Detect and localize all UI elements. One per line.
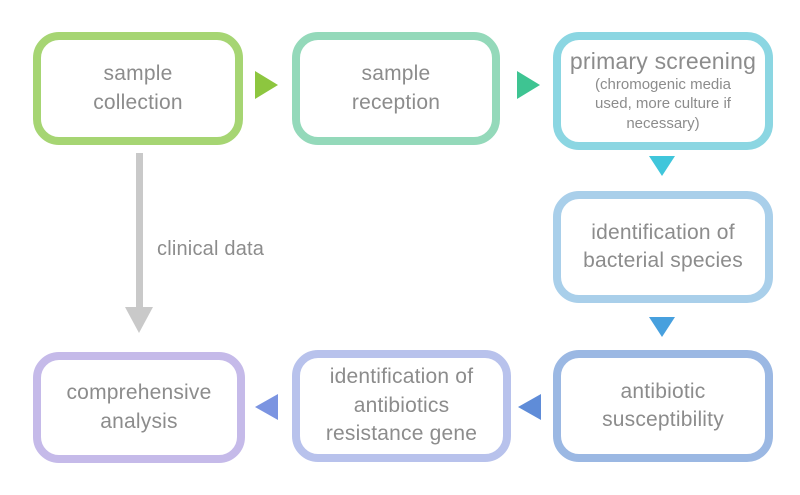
- box-antibiotic-susceptibility-label: antibiotic susceptibility: [602, 379, 724, 431]
- box-antibiotic-susceptibility: antibiotic susceptibility: [553, 350, 773, 462]
- arrow-left-resistance-to-analysis-icon: [255, 394, 278, 420]
- box-comprehensive-analysis: comprehensive analysis: [33, 352, 245, 463]
- box-sample-collection-label: sample collection: [93, 62, 183, 114]
- arrow-right-collection-to-reception-icon: [255, 71, 278, 99]
- clinical-data-label: clinical data: [157, 238, 265, 260]
- box-identification-bacterial-species: identification of bacterial species: [553, 191, 773, 303]
- box-sample-reception: sample reception: [292, 32, 500, 145]
- box-comprehensive-analysis-label: comprehensive analysis: [66, 381, 212, 433]
- box-sample-reception-label: sample reception: [351, 62, 441, 114]
- box-identification-bacterial-species-label: identification of bacterial species: [583, 220, 743, 272]
- arrow-down-screening-to-identification-icon: [649, 156, 675, 176]
- box-primary-screening: primary screening (chromogenic media use…: [553, 32, 773, 150]
- box-sample-collection: sample collection: [33, 32, 243, 145]
- box-antibiotics-resistance-gene-label: identification of antibiotics resistance…: [325, 365, 478, 446]
- box-primary-screening-subtitle: (chromogenic media used, more culture if…: [595, 75, 731, 132]
- box-primary-screening-title: primary screening: [569, 47, 757, 74]
- clinical-data-arrow-head-icon: [125, 307, 153, 333]
- arrow-down-identification-to-susceptibility-icon: [649, 317, 675, 337]
- box-antibiotics-resistance-gene: identification of antibiotics resistance…: [292, 350, 511, 462]
- arrow-left-susceptibility-to-resistance-icon: [518, 394, 541, 420]
- arrow-right-reception-to-screening-icon: [517, 71, 540, 99]
- clinical-data-arrow-line: [136, 153, 143, 307]
